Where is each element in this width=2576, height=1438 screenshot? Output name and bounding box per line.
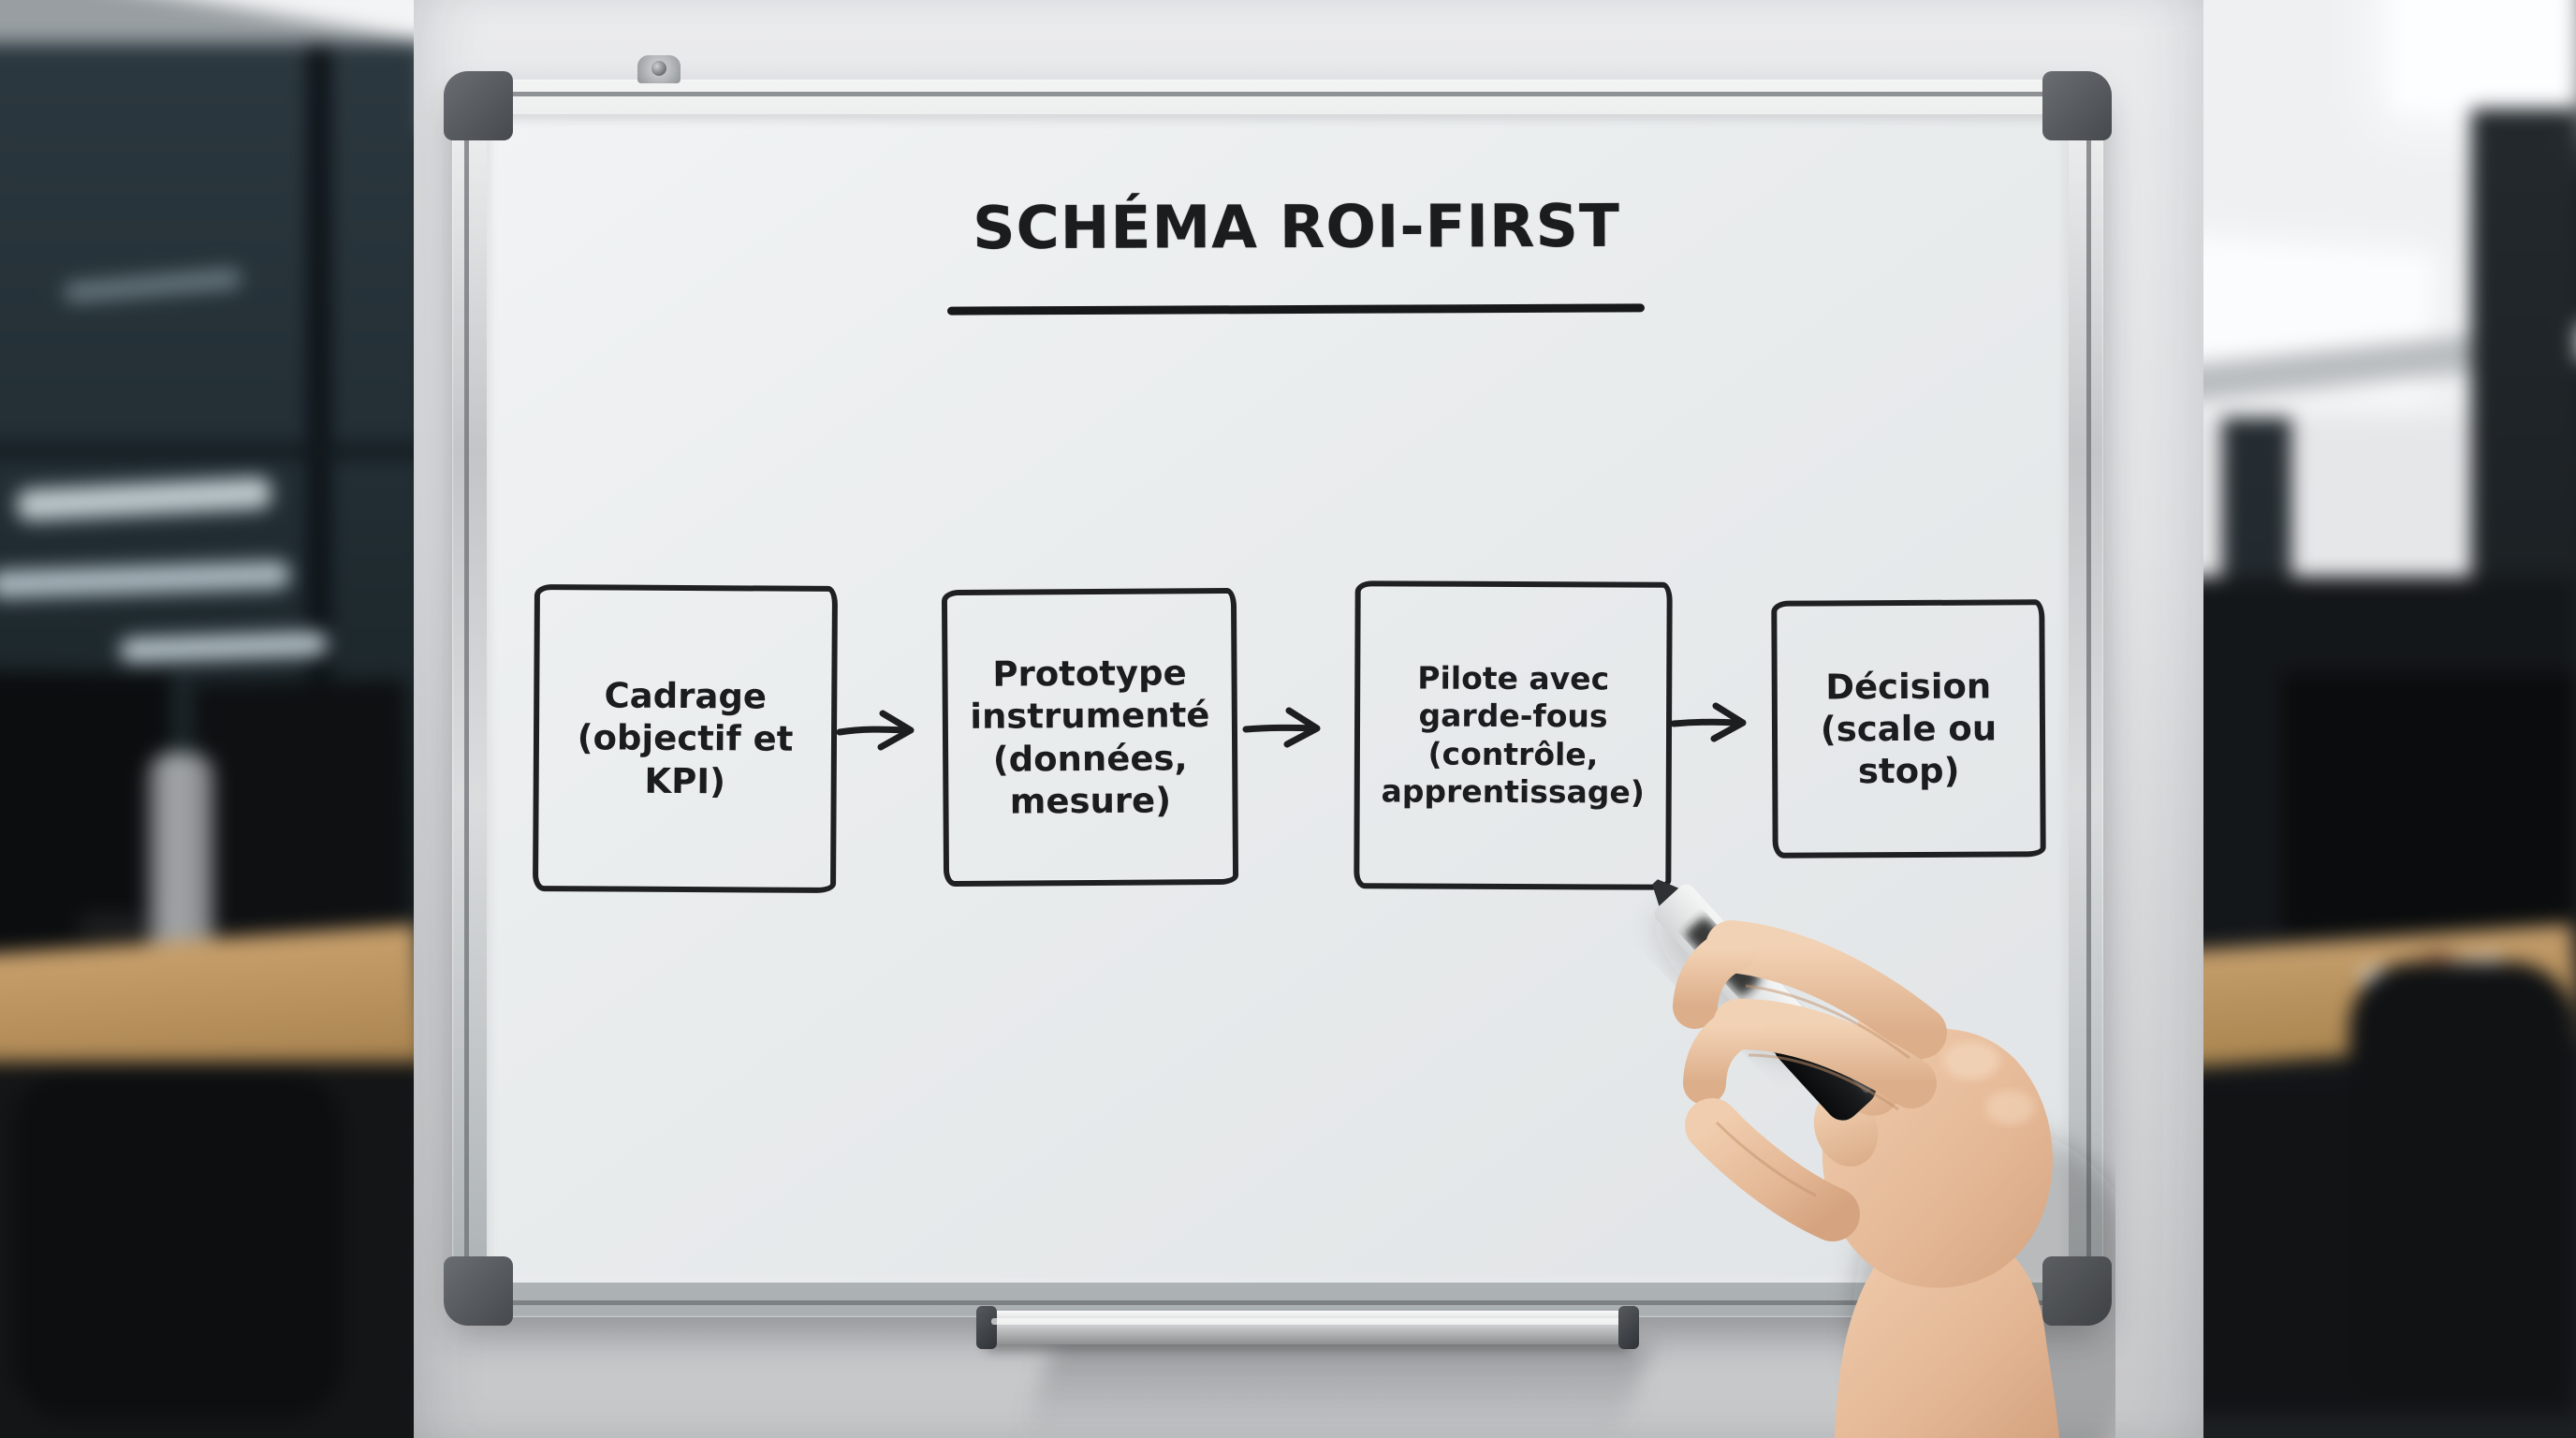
index-fingertip — [1673, 926, 1758, 1029]
knuckle-highlight — [1985, 1091, 2034, 1124]
mount-screw-icon — [637, 55, 681, 83]
desk-clutter — [2422, 951, 2454, 961]
flow-box-prototype: Prototype instrumenté (données, mesure) — [941, 587, 1239, 888]
flow-box-line: Pilote avec — [1417, 659, 1610, 697]
office-chair — [2349, 962, 2576, 1401]
flow-box-line: mesure) — [1009, 780, 1172, 822]
flow-box-line: (scale ou — [1820, 708, 1998, 750]
flow-arrow-icon — [1242, 707, 1321, 748]
flow-box-line: apprentissage) — [1381, 772, 1646, 811]
corner-cap — [2042, 71, 2112, 140]
marker-tray — [976, 1306, 1639, 1349]
desk-clutter — [79, 914, 146, 938]
flow-arrow-icon — [836, 710, 915, 751]
frame-groove — [464, 89, 469, 1308]
knuckle-highlight — [1943, 1042, 1999, 1079]
flow-box-line: KPI) — [644, 760, 726, 801]
flow-box-line: stop) — [1857, 750, 1960, 792]
corner-cap — [444, 71, 513, 140]
office-chair — [13, 1071, 343, 1419]
flow-box-line: (données, — [992, 737, 1188, 780]
board-title: SCHÉMA ROI-FIRST — [972, 191, 1621, 263]
tray-lip — [991, 1318, 1624, 1325]
hand-holding-marker — [1652, 879, 2115, 1438]
flow-box-line: instrumenté — [970, 695, 1210, 738]
flow-box-line: Cadrage — [604, 675, 768, 717]
monitor — [2282, 672, 2576, 936]
frame-groove — [461, 92, 2094, 96]
flow-box-cadrage: Cadrage (objectif et KPI) — [533, 584, 838, 893]
screw-head-icon — [651, 61, 666, 76]
corner-cap — [444, 1256, 513, 1326]
grip-fingers — [1673, 920, 1947, 1241]
frame-groove — [461, 1300, 2094, 1305]
flow-box-line: (contrôle, — [1427, 735, 1599, 772]
marker-tip — [1652, 879, 1683, 910]
finger-creases — [1715, 984, 1910, 1197]
monitor — [192, 680, 411, 959]
flow-box-line: Prototype — [992, 653, 1187, 695]
flow-box-line: Décision — [1825, 666, 1992, 708]
glass-transom — [0, 444, 425, 459]
ceiling-light-panel — [2393, 0, 2576, 110]
flow-arrow-icon — [1670, 702, 1747, 742]
flow-box-decision: Décision (scale ou stop) — [1771, 599, 2046, 858]
thumb — [1685, 1098, 1860, 1241]
middle-fingertip — [1683, 1005, 1763, 1105]
flow-box-line: garde-fous — [1418, 697, 1608, 735]
flow-box-line: (objectif et — [577, 717, 794, 760]
flow-box-pilote: Pilote avec garde-fous (contrôle, appren… — [1354, 580, 1673, 890]
frame-groove — [2086, 89, 2091, 1308]
